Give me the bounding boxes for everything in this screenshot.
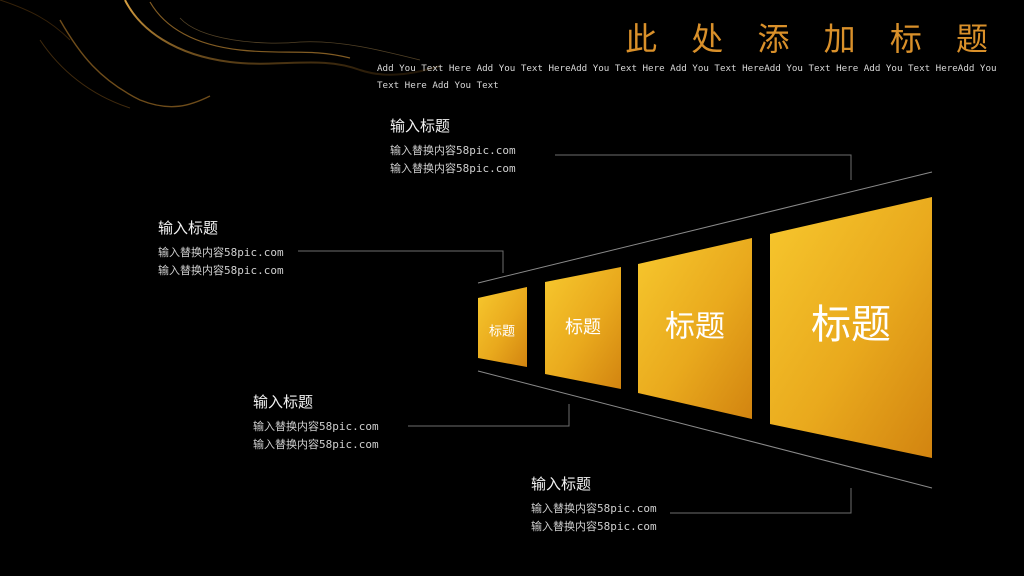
block-line: 输入替换内容58pic.com bbox=[531, 502, 657, 515]
text-block-1: 输入标题 输入替换内容58pic.com 输入替换内容58pic.com bbox=[390, 115, 516, 178]
panel-4 bbox=[770, 197, 932, 458]
text-block-3: 输入标题 输入替换内容58pic.com 输入替换内容58pic.com bbox=[253, 391, 379, 454]
block-heading: 输入标题 bbox=[158, 219, 219, 237]
panel-label-4: 标题 bbox=[811, 302, 891, 348]
block-line: 输入替换内容58pic.com bbox=[158, 246, 284, 259]
panel-label-1: 标题 bbox=[489, 325, 515, 340]
block-line: 输入替换内容58pic.com bbox=[390, 162, 516, 175]
connector-1 bbox=[555, 154, 852, 180]
connector-4 bbox=[670, 488, 852, 514]
connector-2 bbox=[298, 250, 504, 273]
connector-3 bbox=[408, 404, 570, 427]
block-heading: 输入标题 bbox=[253, 393, 314, 411]
frame-bottom-line bbox=[477, 370, 933, 489]
block-line: 输入替换内容58pic.com bbox=[158, 264, 284, 277]
block-heading: 输入标题 bbox=[390, 117, 451, 135]
block-line: 输入替换内容58pic.com bbox=[253, 420, 379, 433]
panel-label-3: 标题 bbox=[665, 310, 725, 345]
block-line: 输入替换内容58pic.com bbox=[390, 144, 516, 157]
block-line: 输入替换内容58pic.com bbox=[253, 438, 379, 451]
frame-top-line bbox=[477, 171, 933, 284]
smoke-decoration bbox=[0, 0, 441, 109]
panel-3 bbox=[638, 238, 752, 419]
block-heading: 输入标题 bbox=[531, 475, 592, 493]
text-block-2: 输入标题 输入替换内容58pic.com 输入替换内容58pic.com bbox=[158, 217, 284, 280]
text-block-4: 输入标题 输入替换内容58pic.com 输入替换内容58pic.com bbox=[531, 473, 657, 536]
block-line: 输入替换内容58pic.com bbox=[531, 520, 657, 533]
panel-1 bbox=[478, 287, 527, 367]
panel-label-2: 标题 bbox=[565, 317, 601, 338]
panel-2 bbox=[545, 267, 621, 389]
subtitle-text: Add You Text Here Add You Text HereAdd Y… bbox=[377, 63, 997, 91]
page-title: 此 处 添 加 标 题 bbox=[625, 20, 1000, 58]
